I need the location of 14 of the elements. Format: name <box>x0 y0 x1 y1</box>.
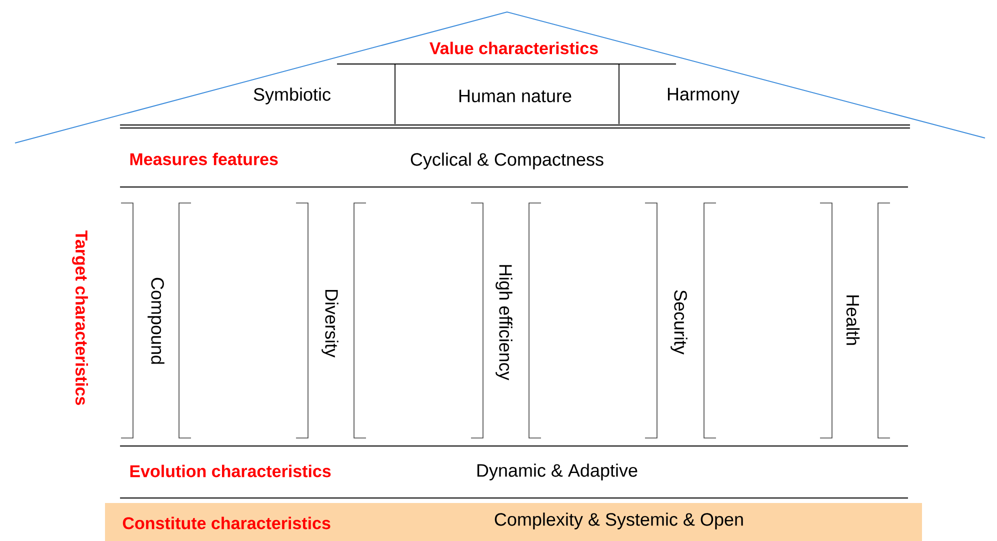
pillar-text: Security <box>670 290 688 354</box>
pillar-text: Compound <box>148 278 164 364</box>
pillar-text: High efficiency <box>496 265 512 380</box>
cell-text: Human nature <box>459 90 572 102</box>
side-heading: Target characteristics <box>72 230 88 405</box>
pillar-text: Diversity <box>322 290 338 358</box>
cell-text: Symbiotic <box>254 88 331 104</box>
pillar-text: Health <box>846 295 860 345</box>
row-text: Dynamic & Adaptive <box>477 464 638 480</box>
band-heading: Constitute characteristics <box>122 516 330 530</box>
cell-text: Harmony <box>668 88 740 104</box>
band-text: Complexity & Systemic & Open <box>494 512 743 530</box>
row-heading: Evolution characteristics <box>130 464 331 478</box>
foundation-band <box>105 503 922 541</box>
